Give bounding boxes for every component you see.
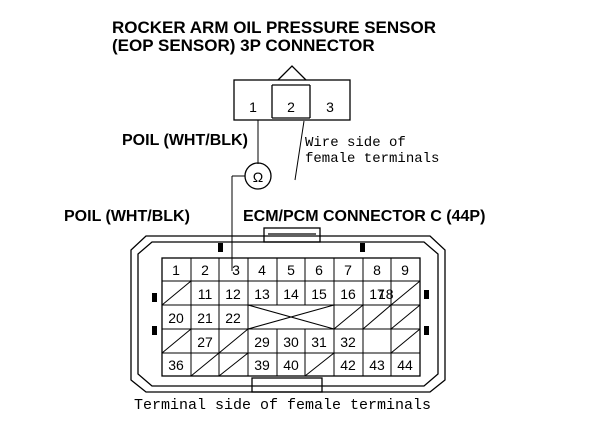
ecm-pin-8: 8 (373, 262, 381, 278)
ecm-pin-6: 6 (315, 262, 323, 278)
ecm-pin-15: 15 (311, 286, 327, 302)
ecm-key-left (218, 243, 223, 252)
sensor-pin-1: 1 (249, 99, 257, 115)
ecm-pin-4: 4 (258, 262, 266, 278)
ecm-pin-42: 42 (340, 357, 356, 373)
sensor-pin-2: 2 (287, 99, 295, 115)
ecm-connector: 1 2 3 4 5 6 7 8 9 11 12 13 14 15 16 17 1… (130, 227, 446, 393)
ecm-pin-36: 36 (168, 357, 184, 373)
ecm-pin-40: 40 (283, 357, 299, 373)
ecm-side-key-right-bottom (424, 326, 429, 335)
title-line2: (EOP SENSOR) 3P CONNECTOR (112, 36, 375, 55)
ecm-pin-21: 21 (197, 310, 213, 326)
ecm-pin-31: 31 (311, 334, 327, 350)
wire-label-upper: POIL (WHT/BLK) (122, 132, 248, 149)
ecm-pin-22: 22 (225, 310, 241, 326)
ecm-pin-17: 17 (369, 286, 385, 302)
ecm-pin-12: 12 (225, 286, 241, 302)
ecm-connector-inner-shell (137, 241, 439, 387)
ecm-bottom-lock-tab (251, 377, 323, 393)
sensor-pin-3: 3 (326, 99, 334, 115)
ecm-pin-39: 39 (254, 357, 270, 373)
ecm-side-key-left-top (152, 293, 157, 302)
ecm-connector-title: ECM/PCM CONNECTOR C (44P) (243, 208, 485, 225)
ecm-top-lock-tab (263, 227, 321, 243)
ecm-side-key-right-top (424, 290, 429, 299)
eop-sensor-connector: 1 2 3 (233, 65, 351, 121)
ecm-connector-outer-shell (130, 235, 446, 393)
sensor-note-line2: female terminals (305, 151, 439, 167)
ecm-side-key-left-bottom (152, 326, 157, 335)
ecm-pin-32: 32 (340, 334, 356, 350)
ecm-pin-43: 43 (369, 357, 385, 373)
ecm-pin-27: 27 (197, 334, 213, 350)
wire-label-lower: POIL (WHT/BLK) (64, 208, 190, 225)
title-line1: ROCKER ARM OIL PRESSURE SENSOR (112, 18, 436, 37)
sensor-connector-body (233, 79, 351, 121)
ecm-pin-30: 30 (283, 334, 299, 350)
note-leader-line (294, 120, 305, 181)
ecm-pin-29: 29 (254, 334, 270, 350)
terminal-grid (161, 257, 421, 377)
ecm-pin-5: 5 (287, 262, 295, 278)
ecm-pin-18: 18 (378, 286, 394, 302)
ecm-pin-2: 2 (201, 262, 209, 278)
ecm-pin-13: 13 (254, 286, 270, 302)
ecm-pin-3: 3 (232, 262, 240, 278)
ecm-pin-14: 14 (283, 286, 299, 302)
ecm-terminal-note: Terminal side of female terminals (134, 397, 431, 414)
ecm-pin-9: 9 (401, 262, 409, 278)
sensor-note-line1: Wire side of (305, 135, 406, 151)
ohm-symbol: Ω (253, 169, 263, 185)
connector-lock-tab (277, 65, 307, 81)
ecm-pin-44: 44 (397, 357, 413, 373)
ecm-pin-20: 20 (168, 310, 184, 326)
empty-cavities (161, 280, 421, 377)
ecm-pin-1: 1 (172, 262, 180, 278)
ecm-pin-16: 16 (340, 286, 356, 302)
ecm-pin-11: 11 (198, 286, 213, 302)
ecm-key-right (360, 243, 365, 252)
ecm-pin-7: 7 (344, 262, 352, 278)
